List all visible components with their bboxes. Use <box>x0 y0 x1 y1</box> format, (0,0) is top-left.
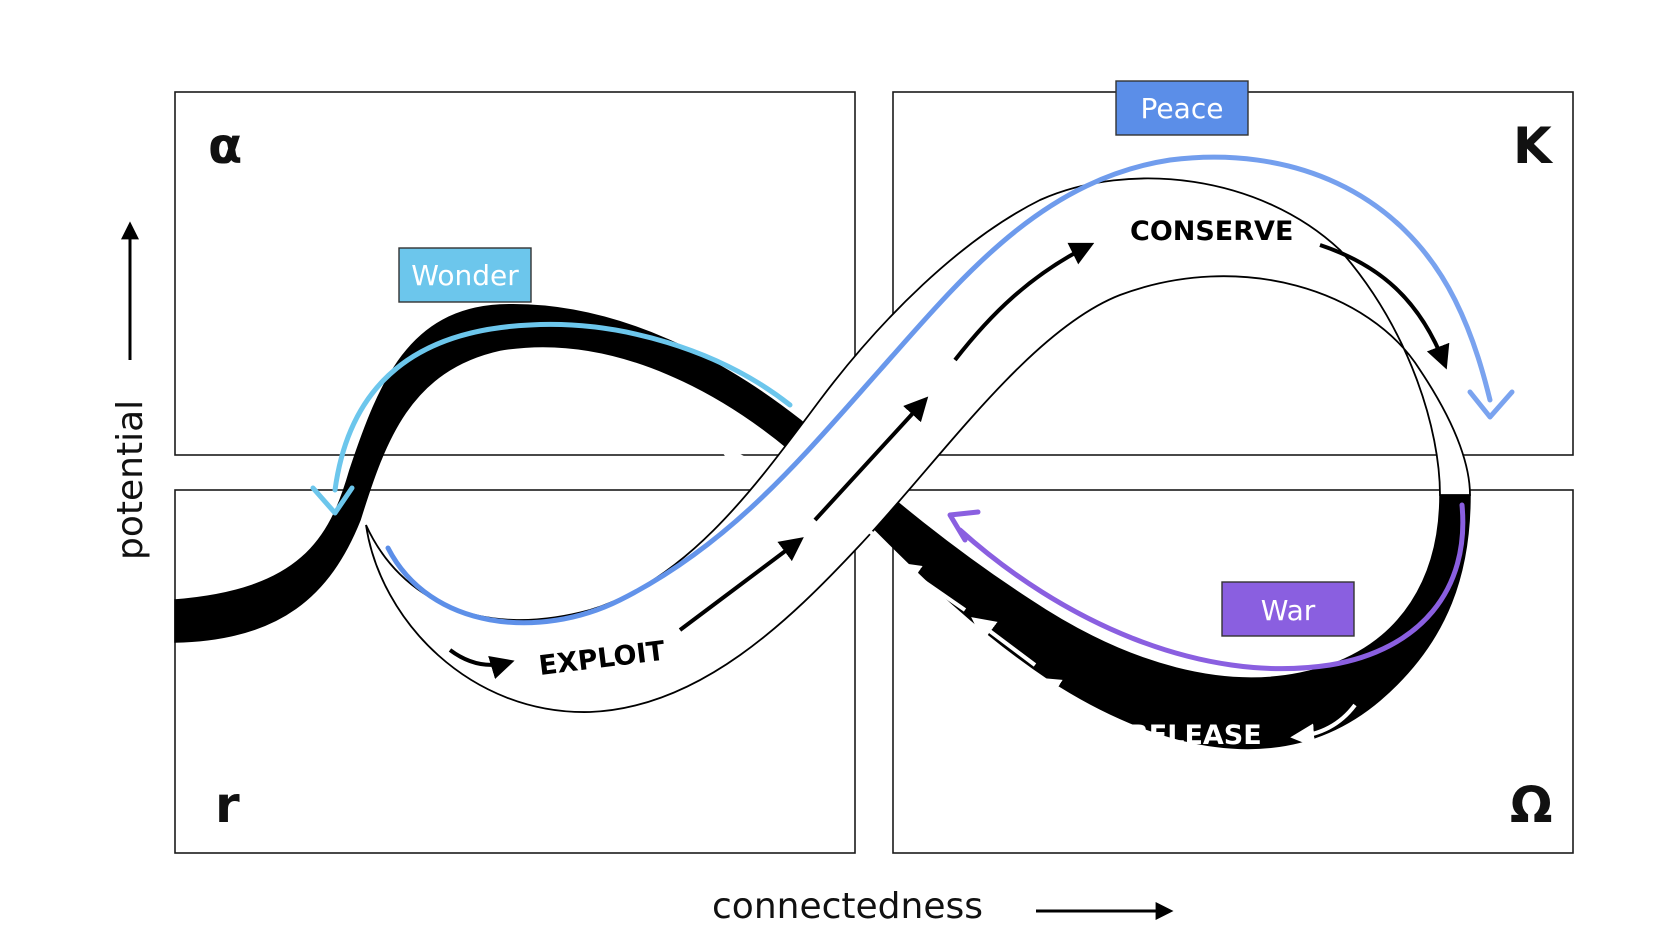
phase-conserve: CONSERVE <box>1130 216 1293 247</box>
wonder-arc <box>332 321 793 493</box>
corner-r: r <box>215 776 240 834</box>
tag-peace: Peace <box>1115 80 1249 136</box>
arrow-release-5 <box>848 513 882 542</box>
x-axis: connectedness <box>712 886 1174 927</box>
arrow-release-1 <box>1290 703 1357 748</box>
war-arrowhead <box>947 509 981 543</box>
tag-wonder-label: Wonder <box>411 259 519 292</box>
quadrant-r <box>174 489 856 854</box>
tag-wonder: Wonder <box>398 247 532 303</box>
y-axis-label: potential <box>110 400 151 560</box>
arrow-exit <box>291 549 357 644</box>
arrow-release-3 <box>971 617 1037 667</box>
y-axis: potential <box>110 221 151 560</box>
war-arc <box>957 502 1466 672</box>
quadrant-omega <box>892 489 1574 854</box>
adaptive-cycle-ribbon <box>174 177 1471 750</box>
exploit-conserve-arrows <box>448 242 1450 680</box>
arrow-exploit-1 <box>678 537 804 632</box>
corner-k: K <box>1513 117 1554 175</box>
tag-peace-label: Peace <box>1141 92 1224 125</box>
colored-arcs <box>310 154 1515 672</box>
peace-arrowhead <box>1467 389 1515 420</box>
arrow-reorganise-2 <box>406 396 476 428</box>
arrow-release-2 <box>1035 677 1107 722</box>
exit-x-mark: X <box>215 653 255 713</box>
quadrant-alpha <box>174 91 856 456</box>
release-reorganise-arrows <box>291 396 1357 748</box>
arrow-conserve-down <box>1319 243 1450 370</box>
corner-omega: Ω <box>1510 776 1553 834</box>
ribbon-exploit-conserve <box>365 177 1471 713</box>
wonder-arrowhead <box>310 485 355 516</box>
arrow-exploit-start <box>448 648 515 680</box>
peace-arc <box>385 154 1493 626</box>
arrow-exploit-2 <box>813 396 929 522</box>
arrow-release-4 <box>896 562 967 612</box>
tag-war-label: War <box>1261 594 1316 627</box>
phase-release: RELEASE <box>1128 720 1262 751</box>
x-axis-label: connectedness <box>712 886 983 927</box>
arrow-exploit-3 <box>953 242 1095 362</box>
arrow-reorganise-1 <box>715 442 766 472</box>
corner-alpha: α <box>208 117 242 175</box>
tag-war: War <box>1221 581 1355 637</box>
